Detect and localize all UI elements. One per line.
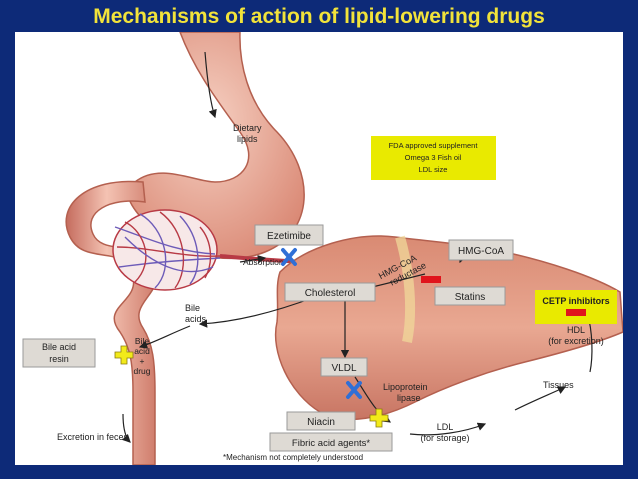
dietary-lipids-line-1: Dietary (233, 123, 262, 133)
vldl-label: VLDL (331, 363, 356, 374)
ldl-line-1: LDL (437, 422, 454, 432)
diagram-panel: Dietary lipids FDA approved supplement O… (15, 32, 623, 465)
supplement-line-3: LDL size (419, 165, 448, 174)
resin-line-1: Bile acid (42, 342, 76, 352)
minus-bar-icon (421, 276, 441, 283)
lipase-line-1: Lipoprotein (383, 382, 428, 392)
statins-label: Statins (455, 292, 486, 303)
ldl-line-2: (for storage) (420, 433, 469, 443)
vldl-box: VLDL (320, 357, 368, 377)
block-x-icon (281, 248, 297, 266)
minus-bar-icon (566, 309, 586, 316)
lipase-line-2: lipase (397, 393, 421, 403)
lipid-drug-diagram: Dietary lipids FDA approved supplement O… (22, 32, 623, 465)
bile-acids-line-2: acids (185, 314, 207, 324)
ezetimibe-box: Ezetimibe (254, 224, 324, 246)
niacin-label: Niacin (307, 417, 335, 428)
cholesterol-box: Cholesterol (284, 282, 376, 302)
absorption-label: Absorption (243, 257, 284, 267)
bile-drug-line-2: acid (134, 346, 150, 356)
bile-drug-line-4: drug (133, 366, 150, 376)
tissues-label: Tissues (543, 380, 574, 390)
lipoprotein-lipase-label: Lipoprotein lipase (383, 382, 428, 403)
hmg-coa-box: HMG-CoA (448, 239, 514, 261)
resin-line-2: resin (49, 354, 69, 364)
bile-acid-drug-label: Bile acid + drug (133, 336, 150, 376)
supplement-line-2: Omega 3 Fish oil (405, 153, 462, 162)
block-x-icon (346, 381, 362, 399)
ldl-label: LDL (for storage) (420, 422, 469, 443)
cholesterol-label: Cholesterol (305, 288, 356, 299)
cetp-label: CETP inhibitors (542, 296, 609, 306)
bile-drug-line-3: + (140, 356, 145, 366)
hdl-line-2: (for excretion) (548, 336, 604, 346)
hdl-line-1: HDL (567, 325, 585, 335)
cetp-box: CETP inhibitors (535, 290, 617, 324)
bile-acids-line-1: Bile (185, 303, 200, 313)
fibric-acid-label: Fibric acid agents* (292, 438, 370, 449)
dietary-lipids-label: Dietary lipids (233, 123, 262, 144)
ezetimibe-label: Ezetimibe (267, 231, 311, 242)
niacin-box: Niacin (286, 411, 356, 431)
footnote: *Mechanism not completely understood (223, 453, 363, 462)
vessel-network (112, 209, 306, 291)
bile-drug-line-1: Bile (135, 336, 149, 346)
dietary-lipids-line-2: lipids (237, 134, 258, 144)
plus-icon (369, 408, 389, 428)
hmg-coa-label: HMG-CoA (458, 246, 504, 257)
slide-title: Mechanisms of action of lipid-lowering d… (93, 5, 545, 28)
excretion-label: Excretion in feces (57, 432, 129, 442)
statins-box: Statins (434, 286, 506, 306)
bile-acids-label: Bile acids (185, 303, 207, 324)
plus-icon (114, 345, 134, 365)
hdl-label: HDL (for excretion) (548, 325, 604, 346)
fibric-acid-box: Fibric acid agents* (269, 432, 393, 452)
supplement-box: FDA approved supplement Omega 3 Fish oil… (371, 136, 496, 180)
bile-acid-resin-box: Bile acid resin (22, 338, 96, 368)
supplement-line-1: FDA approved supplement (389, 141, 479, 150)
